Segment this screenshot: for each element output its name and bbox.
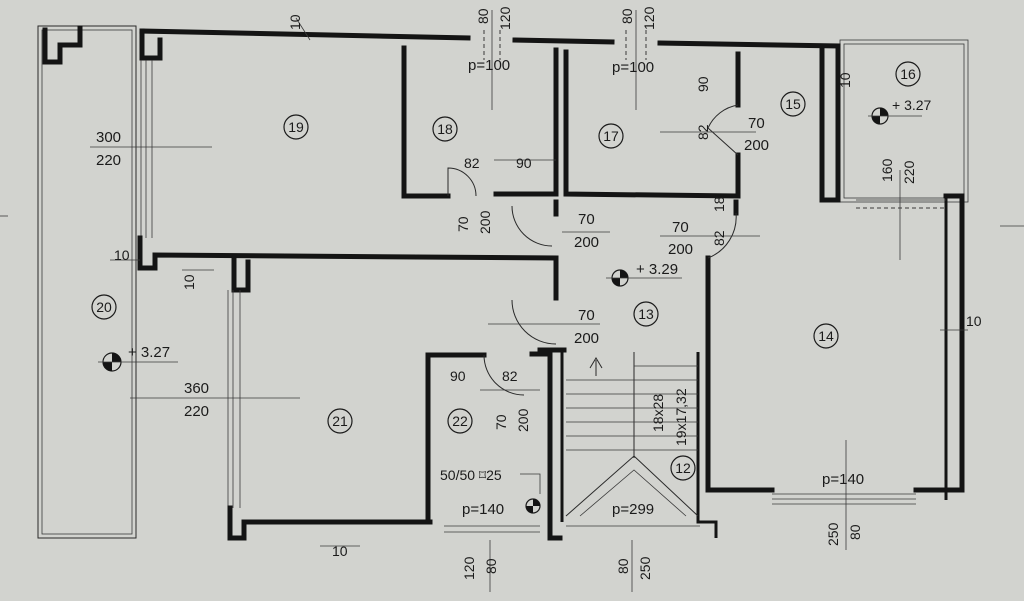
dim-bottom-10: 10 — [332, 543, 348, 559]
dim-door-height-a: 200 — [574, 234, 599, 251]
room-18: 18 — [432, 116, 458, 142]
outer-walls — [37, 25, 969, 539]
dim-wall-10-right: 10 — [966, 313, 982, 329]
dim-window-height-16: 220 — [901, 160, 917, 184]
room-number: 14 — [818, 328, 834, 344]
room-number: 12 — [675, 460, 691, 476]
chimney-label: 50/50 ⌑25 — [440, 467, 502, 483]
dim-p100-18: p=100 — [468, 57, 510, 74]
dim-door-height-13: 200 — [574, 330, 599, 347]
room-13: 13 — [633, 301, 659, 327]
room-number: 13 — [638, 306, 654, 322]
level-marker-20: + 3.27 — [98, 344, 178, 372]
room-15: 15 — [780, 91, 806, 117]
dim-door-width-a: 70 — [578, 211, 595, 228]
dim-wall-10-left2: 10 — [181, 274, 197, 290]
dim-door-height-15: 200 — [744, 137, 769, 154]
dim-p299: p=299 — [612, 501, 654, 518]
room-17: 17 — [598, 123, 624, 149]
level-text-20: + 3.27 — [128, 344, 170, 361]
dim-p100-17: p=100 — [612, 59, 654, 76]
dim-bottom-250a: 250 — [637, 556, 653, 580]
room-number: 20 — [96, 299, 112, 315]
dim-bottom-80a: 80 — [483, 558, 499, 574]
dim-bottom-120: 120 — [461, 556, 477, 580]
dim-door-height-18b: 200 — [477, 210, 493, 234]
room-number: 18 — [437, 121, 453, 137]
dim-top-80a: 80 — [475, 8, 491, 24]
walls — [137, 28, 965, 541]
room-20: 20 — [91, 294, 117, 320]
room-16: 16 — [895, 61, 921, 87]
stair-step-count: 19x17,32 — [673, 388, 689, 446]
dim-wall-22: 90 — [450, 368, 466, 384]
room-number: 15 — [785, 96, 801, 112]
vertical-dimension-labels: 10 80 120 80 120 90 82 70 200 18 82 10 1… — [181, 6, 917, 580]
dim-window-width-21: 360 — [184, 380, 209, 397]
staircase — [565, 352, 699, 517]
dim-wall-18: 18 — [711, 196, 727, 212]
dim-door-18: 82 — [464, 155, 480, 171]
level-text-16: + 3.27 — [892, 97, 932, 113]
door-swings — [447, 104, 739, 396]
dim-top-80b: 80 — [619, 8, 635, 24]
dim-window-height-21: 220 — [184, 403, 209, 420]
dimension-lines — [0, 10, 1024, 592]
dim-door-width-13: 70 — [578, 307, 595, 324]
room-number: 22 — [452, 413, 468, 429]
dim-wall-15: 90 — [695, 76, 711, 92]
dim-wall-10-left: 10 — [114, 247, 130, 263]
room-number: 17 — [603, 128, 619, 144]
dim-top-10: 10 — [287, 14, 303, 30]
dim-door-height-22: 200 — [515, 408, 531, 432]
dim-bottom-80c: 80 — [847, 524, 863, 540]
dim-window-width-19: 300 — [96, 129, 121, 146]
level-text-13: + 3.29 — [636, 261, 678, 278]
room-21: 21 — [327, 408, 353, 434]
dim-door-width-15: 70 — [748, 115, 765, 132]
dim-door-width-22: 70 — [493, 414, 509, 430]
dim-bottom-80b: 80 — [615, 558, 631, 574]
level-marker-16: + 3.27 — [868, 97, 932, 125]
dim-door-width-18b: 70 — [455, 216, 471, 232]
dim-window-width-16: 160 — [879, 158, 895, 182]
dim-door-height-b: 200 — [668, 241, 693, 258]
stair-step-size: 18x28 — [650, 394, 666, 432]
dim-door-width-b: 70 — [672, 219, 689, 236]
level-marker-13: + 3.29 — [606, 261, 682, 287]
dim-window-height-19: 220 — [96, 152, 121, 169]
dim-top-120a: 120 — [497, 6, 513, 30]
dim-bottom-250b: 250 — [825, 522, 841, 546]
dim-p140-22: p=140 — [462, 501, 504, 518]
dim-p140-14: p=140 — [822, 471, 864, 488]
dim-door-82-c: 82 — [711, 230, 727, 246]
room-12: 12 — [670, 455, 696, 481]
room-number: 19 — [288, 119, 304, 135]
dim-side-10: 10 — [837, 72, 853, 88]
dimension-labels: p=100 p=100 300 220 70 200 82 90 70 200 … — [96, 57, 982, 559]
chimney-symbol — [520, 473, 541, 514]
dim-door-22: 82 — [502, 368, 518, 384]
room-14: 14 — [813, 323, 839, 349]
room-number: 16 — [900, 66, 916, 82]
room-number: 21 — [332, 413, 348, 429]
dim-top-120b: 120 — [641, 6, 657, 30]
dim-wall-18: 90 — [516, 155, 532, 171]
dim-door-15: 82 — [695, 124, 711, 140]
room-19: 19 — [283, 114, 309, 140]
room-22: 22 — [447, 408, 473, 434]
